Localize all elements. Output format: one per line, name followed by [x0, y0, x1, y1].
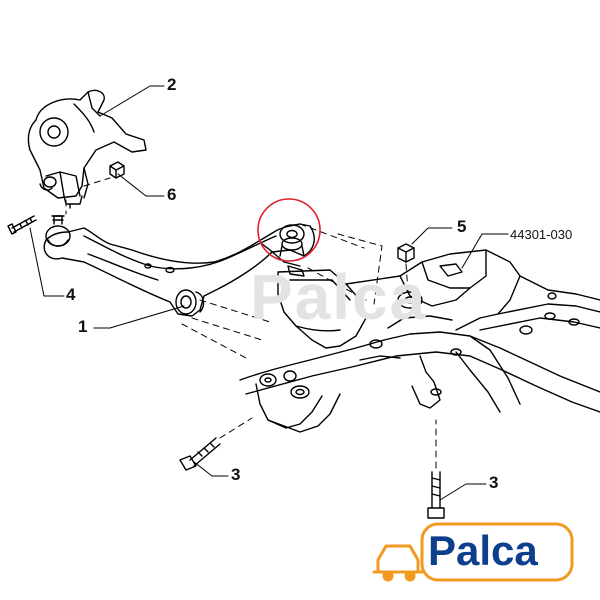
bolt-4 — [7, 215, 37, 235]
callout-3-right: 3 — [489, 473, 499, 492]
nut-6 — [109, 161, 125, 179]
bolt-3-right — [427, 471, 445, 519]
callout-2: 2 — [167, 75, 177, 94]
callout-5: 5 — [457, 217, 467, 236]
control-arm — [43, 223, 315, 317]
subframe — [239, 249, 600, 433]
logo-text: Palca — [428, 527, 538, 574]
car-icon — [372, 544, 424, 582]
callout-4: 4 — [66, 285, 76, 304]
assembly-lines — [65, 177, 437, 469]
logo-frame — [420, 522, 574, 582]
steering-knuckle — [27, 89, 147, 209]
watermark: Palca — [250, 261, 428, 333]
leader-lines — [29, 85, 509, 501]
highlight-circle — [257, 198, 321, 262]
callout-3-left: 3 — [231, 465, 241, 484]
ball-joint — [45, 215, 71, 247]
callout-1: 1 — [78, 317, 88, 336]
nut-5 — [397, 243, 415, 263]
callout-6: 6 — [167, 185, 177, 204]
bolt-3-left — [179, 437, 221, 471]
part-number: 44301-030 — [510, 227, 573, 242]
